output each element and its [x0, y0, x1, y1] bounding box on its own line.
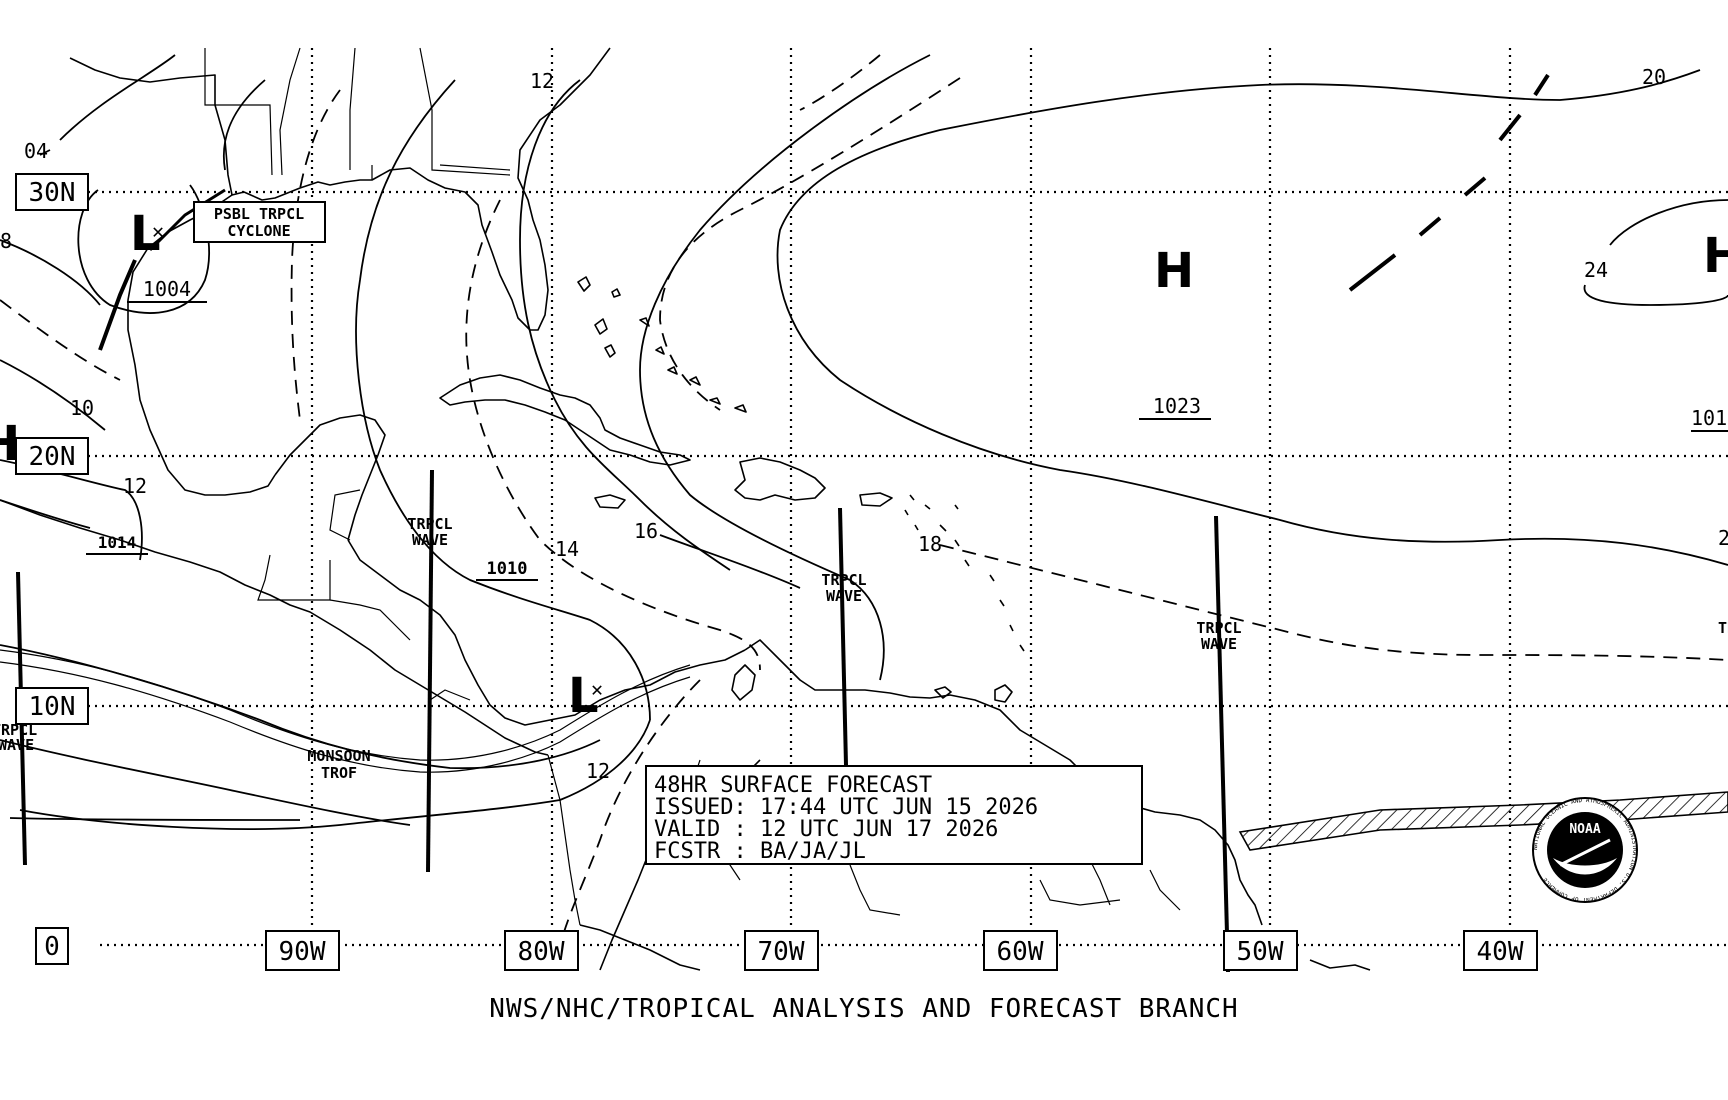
isobar-label-16: 16 — [634, 519, 658, 543]
longitude-labels: 90W 80W 70W 60W 50W 40W — [265, 930, 1538, 971]
pressure-value-gulf: 1004 — [143, 277, 191, 301]
isobar-label-14: 14 — [555, 537, 579, 561]
pressure-value-east: 101 — [1691, 406, 1727, 430]
isobar-label-12-west: 12 — [123, 474, 147, 498]
islands — [577, 276, 1025, 699]
wave-label-85w-1: TRPCL — [407, 515, 452, 533]
noaa-logo: NOAA NATIONAL OCEANIC AND ATMOSPHERIC AD… — [1532, 797, 1638, 903]
forecast-forecaster: FCSTR : BA/JA/JL — [654, 839, 866, 864]
wave-label-67w-1: TRPCL — [821, 571, 866, 589]
pressure-value-1010: 1010 — [487, 559, 528, 579]
tropical-waves — [16, 469, 1230, 973]
isobar-label-24: 24 — [1584, 258, 1608, 282]
lat-lon-grid — [88, 48, 1728, 947]
noaa-logo-text: NOAA — [1569, 822, 1600, 837]
footer-credit: NWS/NHC/TROPICAL ANALYSIS AND FORECAST B… — [489, 994, 1238, 1024]
lat-label-0: 0 — [44, 932, 60, 962]
wave-label-west-1: TRPCL — [0, 721, 37, 739]
lon-label-90w: 90W — [279, 937, 326, 967]
isobar-labels: 04 8 10 12 12 14 16 18 20 24 2 12 — [0, 65, 1728, 783]
isobar-label-2-east: 2 — [1718, 526, 1728, 550]
monsoon-trof-label-1: MONSOON — [307, 747, 370, 765]
wave-label-48w-2: WAVE — [1201, 635, 1237, 653]
lon-label-70w: 70W — [758, 937, 805, 967]
isobar-label-12-south: 12 — [586, 759, 610, 783]
lat-label-10n: 10N — [29, 692, 76, 722]
high-center-west: H — [0, 416, 20, 472]
psbl-trpcl-label: PSBL TRPCL — [214, 205, 304, 223]
forecast-issued: ISSUED: 17:44 UTC JUN 15 2026 — [654, 795, 1038, 820]
lon-label-60w: 60W — [997, 937, 1044, 967]
isobar-label-18: 18 — [918, 532, 942, 556]
forecast-title: 48HR SURFACE FORECAST — [654, 773, 932, 798]
latitude-labels: 30N 20N 10N 0 — [15, 173, 89, 965]
isobar-label-04: 04 — [24, 139, 48, 163]
lon-label-80w: 80W — [518, 937, 565, 967]
monsoon-trough — [0, 649, 691, 773]
isobar-label-20: 20 — [1642, 65, 1666, 89]
low-center-caribbean: L — [568, 668, 599, 724]
wave-label-85w-2: WAVE — [412, 531, 448, 549]
lat-label-20n: 20N — [29, 442, 76, 472]
forecast-valid: VALID : 12 UTC JUN 17 2026 — [654, 817, 998, 842]
coastlines — [0, 47, 1371, 971]
cyclone-label: CYCLONE — [227, 222, 290, 240]
feature-labels: TRPCL WAVE TRPCL WAVE TRPCL WAVE TRPCL W… — [0, 515, 1728, 782]
pressure-centers: L ✕ 1004 PSBL TRPCL CYCLONE L ✕ H 1023 H… — [0, 201, 1728, 724]
low-x-mark-caribbean: ✕ — [591, 677, 603, 701]
wave-label-67w-2: WAVE — [826, 587, 862, 605]
wave-label-48w-1: TRPCL — [1196, 619, 1241, 637]
pressure-value-atlantic-high: 1023 — [1153, 394, 1201, 418]
high-center-atlantic: H — [1154, 243, 1194, 299]
lon-label-40w: 40W — [1477, 937, 1524, 967]
low-x-mark-gulf: ✕ — [152, 219, 164, 243]
monsoon-trof-label-2: TROF — [321, 764, 357, 782]
isobars — [0, 54, 1728, 946]
lat-label-30n: 30N — [29, 178, 76, 208]
forecast-info-box: 48HR SURFACE FORECAST ISSUED: 17:44 UTC … — [645, 765, 1143, 865]
low-center-gulf: L — [130, 206, 161, 262]
political-borders — [204, 47, 1181, 926]
lon-label-50w: 50W — [1237, 937, 1284, 967]
wave-label-west-2: WAVE — [0, 736, 34, 754]
isobar-label-10: 10 — [70, 396, 94, 420]
pressure-value-1014: 1014 — [98, 533, 137, 552]
wave-label-east-1: TRPCL — [1718, 619, 1728, 637]
isobar-label-12-north: 12 — [530, 69, 554, 93]
high-center-east: H — [1703, 228, 1728, 284]
isobar-label-8: 8 — [0, 229, 12, 253]
